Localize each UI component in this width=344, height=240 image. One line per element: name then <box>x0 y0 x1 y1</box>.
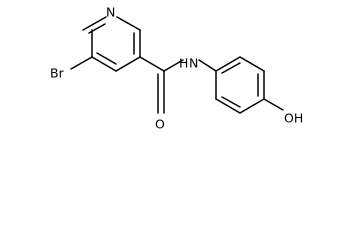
bond-c3-br <box>70 56 93 70</box>
bond-c4-c3 <box>91 56 117 72</box>
bond-p5-p6-inner <box>221 96 241 108</box>
bond-n1-c6 <box>116 16 141 31</box>
hydroxyl-label: OH <box>284 111 303 126</box>
bond-c-n <box>163 59 184 72</box>
ring-nitrogen-label: N <box>106 5 115 20</box>
amide-nitrogen-label: N <box>189 56 198 71</box>
bond-n-phenyl <box>198 59 217 72</box>
phenol-ring <box>215 56 265 114</box>
carbonyl-oxygen-label: O <box>155 117 165 132</box>
bond-p1-p2 <box>215 56 241 72</box>
bond-c2-n1 <box>82 16 107 31</box>
pyridine-ring <box>82 16 141 72</box>
bond-c-oh <box>263 98 284 111</box>
structure-diagram: N Br O H N OH <box>50 5 303 132</box>
bond-p2-p3 <box>239 56 265 72</box>
bond-p4-p5 <box>239 98 265 114</box>
bond-c5-c4 <box>115 56 141 72</box>
bond-p5-p6 <box>215 98 241 114</box>
amide-hydrogen-label: H <box>179 56 188 71</box>
bromine-label: Br <box>50 66 65 81</box>
bond-p1-p2-inner <box>221 62 241 74</box>
bond-c4-c3-inner <box>96 52 117 65</box>
bond-c5-carbonyl <box>139 56 165 72</box>
